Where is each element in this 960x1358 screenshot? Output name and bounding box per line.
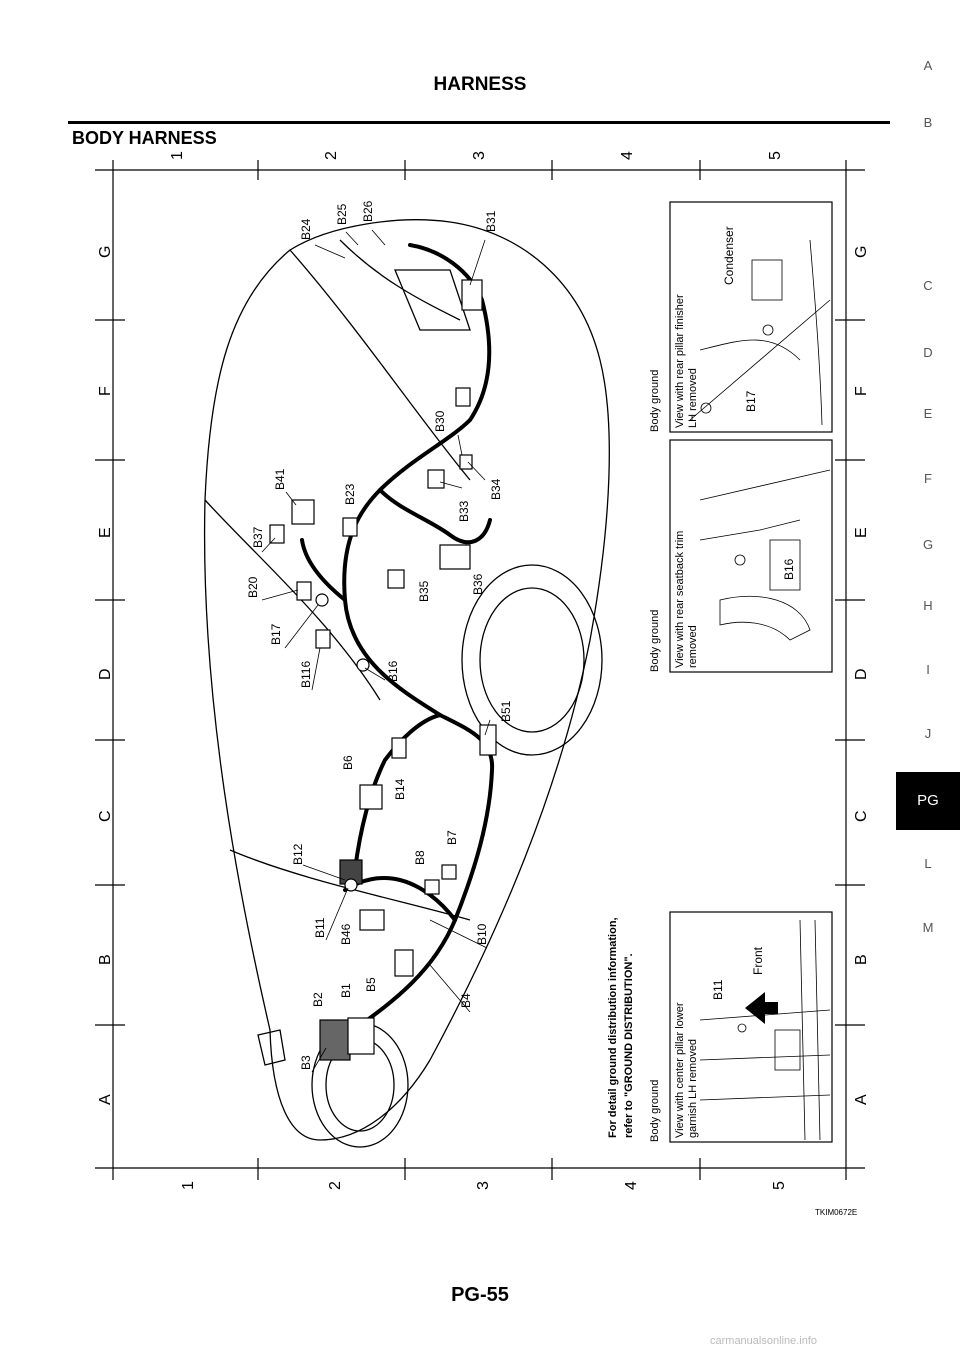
connector-label-b116: B116 — [299, 661, 313, 688]
grid-row-left-e: E — [97, 527, 114, 538]
connector-label-b2: B2 — [311, 992, 325, 1007]
inset-b17-connector-label: B17 — [744, 390, 758, 412]
grid-row-right-f: F — [853, 386, 870, 396]
inset-b16-desc-line2: removed — [687, 625, 699, 668]
connector-label-b3: B3 — [299, 1055, 313, 1070]
grid-row-right-b: B — [853, 954, 870, 965]
grid-row-right-g: G — [853, 246, 870, 258]
side-index-item-a[interactable]: A — [923, 58, 933, 73]
grid-row-left-c: C — [97, 810, 114, 822]
connector-label-b41: B41 — [273, 468, 287, 490]
side-index-item-g[interactable]: G — [922, 537, 934, 552]
connector-label-b4: B4 — [459, 993, 473, 1008]
connector-label-b17: B17 — [269, 623, 283, 645]
connector-shapes — [269, 279, 497, 1061]
grid-row-right-d: D — [853, 668, 870, 680]
side-index-item-c[interactable]: C — [923, 278, 933, 293]
inset-b11-desc-line1: View with center pillar lower — [674, 1002, 686, 1138]
connector-label-b20: B20 — [246, 576, 260, 598]
connector-label-b25: B25 — [335, 203, 349, 225]
grid-row-left-b: B — [97, 954, 114, 965]
inset-b11: Body ground View with center pillar lowe… — [649, 911, 833, 1143]
connector-label-b16: B16 — [386, 660, 400, 682]
side-index-item-e[interactable]: E — [923, 406, 933, 421]
connector-label-b24: B24 — [299, 218, 313, 240]
inset-b16-connector-label: B16 — [782, 558, 796, 580]
connector-label-b10: B10 — [475, 923, 489, 945]
connector-label-b51: B51 — [499, 700, 513, 722]
connector-label-b8: B8 — [413, 850, 427, 865]
connector-label-b33: B33 — [457, 500, 471, 522]
grid-row-right-a: A — [853, 1094, 870, 1105]
connector-label-b5: B5 — [364, 977, 378, 992]
side-index-item-j[interactable]: J — [924, 726, 932, 741]
grid-row-right-e: E — [853, 527, 870, 538]
connector-label-b46: B46 — [339, 923, 353, 945]
ground-note-line2: refer to "GROUND DISTRIBUTION". — [623, 953, 635, 1138]
front-arrow-icon — [745, 992, 778, 1024]
header-rule — [68, 121, 890, 124]
inset-b11-desc-line2: garnish LH removed — [687, 1039, 699, 1138]
side-index-item-pg-active[interactable]: PG — [896, 772, 960, 830]
connector-label-b23: B23 — [343, 483, 357, 505]
side-index-item-f[interactable]: F — [924, 471, 932, 486]
connector-label-b1: B1 — [339, 983, 353, 998]
connector-label-b14: B14 — [393, 778, 407, 800]
side-index-item-b[interactable]: B — [923, 115, 933, 130]
connector-label-b12: B12 — [291, 843, 305, 865]
grid-col-top-5: 5 — [767, 151, 784, 160]
inset-b11-heading: Body ground — [649, 1080, 661, 1142]
connector-label-b6: B6 — [341, 755, 355, 770]
side-index-item-h[interactable]: H — [923, 598, 933, 613]
grid-col-bottom-4: 4 — [623, 1181, 640, 1190]
grid-row-left-f: F — [97, 386, 114, 396]
watermark: carmanualsonline.info — [710, 1335, 818, 1347]
inset-b17-heading: Body ground — [649, 370, 661, 432]
grid-col-top-4: 4 — [619, 151, 636, 160]
grid-row-left-d: D — [97, 668, 114, 680]
connector-label-b37: B37 — [251, 526, 265, 548]
connector-label-b26: B26 — [361, 200, 375, 222]
car-body-outline — [203, 219, 610, 1148]
grid-row-left-g: G — [97, 246, 114, 258]
inset-b11-front-label: Front — [751, 946, 765, 975]
connector-label-b11: B11 — [313, 917, 327, 938]
grid-col-top-2: 2 — [323, 151, 340, 160]
grid-col-bottom-2: 2 — [327, 1181, 344, 1190]
inset-b17-desc-line1: View with rear pillar finisher — [674, 294, 686, 428]
leader-lines — [261, 229, 491, 1073]
image-id: TKIM0672E — [815, 1208, 858, 1217]
inset-b16-desc-line1: View with rear seatback trim — [674, 531, 686, 668]
page-footer-id: PG-55 — [451, 1284, 509, 1306]
inset-b17-desc-line2: LH removed — [687, 368, 699, 428]
inset-b11-connector-label: B11 — [711, 979, 725, 1000]
grid-row-right-c: C — [853, 810, 870, 822]
grid-col-bottom-3: 3 — [475, 1181, 492, 1190]
inset-b16-heading: Body ground — [649, 610, 661, 672]
connector-label-b7: B7 — [445, 830, 459, 845]
grid-col-bottom-1: 1 — [180, 1181, 197, 1190]
connector-label-b35: B35 — [417, 580, 431, 602]
grid-col-bottom-5: 5 — [771, 1181, 788, 1190]
inset-b17-condenser-label: Condenser — [722, 226, 736, 285]
connector-label-b31: B31 — [484, 210, 498, 232]
inset-b17: Body ground View with rear pillar finish… — [649, 201, 833, 433]
side-index-item-l[interactable]: L — [924, 856, 932, 871]
connector-label-b30: B30 — [433, 410, 447, 432]
side-index-item-m[interactable]: M — [922, 920, 934, 935]
side-index-item-i[interactable]: I — [926, 662, 930, 677]
inset-b16: Body ground View with rear seatback trim… — [649, 439, 833, 673]
grid-col-top-1: 1 — [169, 151, 186, 160]
section-title: BODY HARNESS — [72, 128, 217, 148]
connector-label-b36: B36 — [471, 573, 485, 595]
grid-row-left-a: A — [97, 1094, 114, 1105]
grid-col-top-3: 3 — [471, 151, 488, 160]
side-index-item-d[interactable]: D — [923, 345, 933, 360]
connector-label-b34: B34 — [489, 478, 503, 500]
page-header-title: HARNESS — [433, 74, 527, 95]
ground-note-line1: For detail ground distribution informati… — [607, 917, 619, 1138]
